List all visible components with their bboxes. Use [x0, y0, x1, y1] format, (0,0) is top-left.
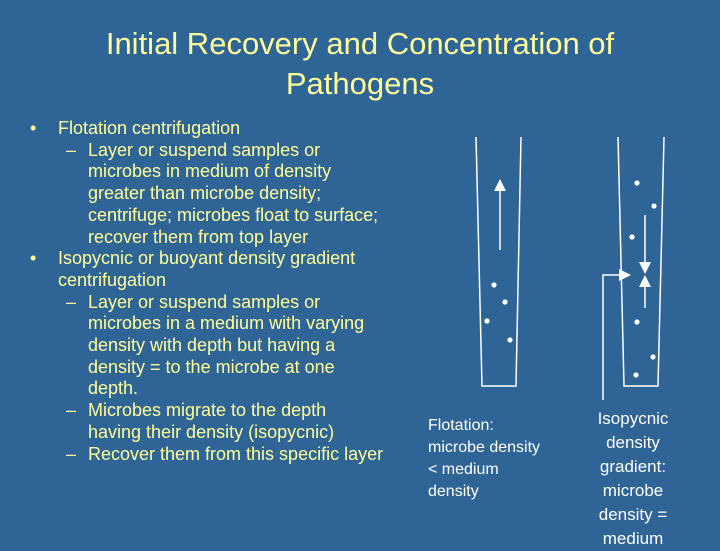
- microbe-dot: [629, 234, 635, 240]
- caption-line: microbe density: [428, 439, 541, 456]
- caption-line: density =: [598, 505, 668, 524]
- caption-line: gradient:: [599, 457, 667, 476]
- caption-line: density: [428, 483, 479, 500]
- caption-line: microbe: [602, 481, 664, 500]
- microbe-dot: [633, 372, 639, 378]
- microbe-dot: [502, 299, 508, 305]
- bullet-text: Isopycnic or buoyant density gradient: [58, 248, 356, 269]
- caption-line: medium: [602, 529, 664, 548]
- microbe-dot: [507, 337, 513, 343]
- isopycnic-layer-pointer: [602, 269, 631, 400]
- caption-line: density: [606, 433, 660, 452]
- slide-title-line-2: Pathogens: [285, 66, 435, 101]
- caption-line: Isopycnic: [597, 409, 669, 428]
- sub-bullet-line: density = to the microbe at one: [88, 356, 335, 377]
- microbe-dot: [634, 319, 640, 325]
- slide-title: Initial Recovery and Concentration of Pa…: [40, 24, 680, 104]
- bullet-isopycnic: • Isopycnic or buoyant density gradient …: [30, 248, 430, 291]
- sub-bullet-line: microbes in medium of density: [88, 161, 332, 182]
- dash-mark: –: [66, 400, 77, 421]
- sub-bullet-isopycnic-method: – Layer or suspend samples or microbes i…: [30, 292, 430, 401]
- microbe-dot: [484, 318, 490, 324]
- sub-bullet-line: density with depth but having a: [88, 335, 336, 356]
- sub-bullet-line: depth.: [88, 378, 139, 399]
- sub-bullet-line: Layer or suspend samples or: [88, 139, 321, 160]
- sub-bullet-recovery: – Recover them from this specific layer: [30, 444, 430, 466]
- bullet-mark: •: [30, 248, 37, 269]
- slide-title-line-1: Initial Recovery and Concentration of: [105, 26, 615, 61]
- isopycnic-caption: Isopycnic density gradient: microbe dens…: [583, 407, 683, 551]
- sub-bullet-line: recover them from top layer: [88, 226, 309, 247]
- sub-bullet-migration: – Microbes migrate to the depth having t…: [30, 400, 430, 443]
- dash-mark: –: [66, 443, 77, 464]
- sub-bullet-line: Recover them from this specific layer: [88, 443, 384, 464]
- sub-bullet-flotation-method: – Layer or suspend samples or microbes i…: [30, 140, 430, 249]
- isopycnic-tube: [602, 136, 665, 400]
- sub-bullet-line: greater than microbe density;: [88, 183, 322, 204]
- sub-bullet-line: Microbes migrate to the depth: [88, 400, 327, 421]
- microbe-dot: [650, 354, 656, 360]
- bullet-text: centrifugation: [58, 269, 167, 290]
- sub-bullet-line: having their density (isopycnic): [88, 421, 335, 442]
- flotation-caption: Flotation: microbe density < medium dens…: [428, 415, 578, 503]
- sub-bullet-line: Layer or suspend samples or: [88, 291, 321, 312]
- bullet-mark: •: [30, 118, 37, 138]
- sub-bullet-line: centrifuge; microbes float to surface;: [88, 204, 379, 225]
- sub-bullet-line: microbes in a medium with varying: [88, 313, 365, 334]
- dash-mark: –: [66, 291, 77, 312]
- microbe-dot: [491, 282, 497, 288]
- caption-line: Flotation:: [428, 417, 494, 434]
- bullet-list: • Flotation centrifugation – Layer or su…: [30, 118, 430, 465]
- microbe-dot: [634, 180, 640, 186]
- bullet-text: Flotation centrifugation: [58, 118, 241, 138]
- bullet-flotation: • Flotation centrifugation: [30, 118, 430, 140]
- microbe-dot: [651, 203, 657, 209]
- dash-mark: –: [66, 139, 77, 160]
- flotation-tube: [475, 136, 522, 387]
- caption-line: < medium: [428, 461, 499, 478]
